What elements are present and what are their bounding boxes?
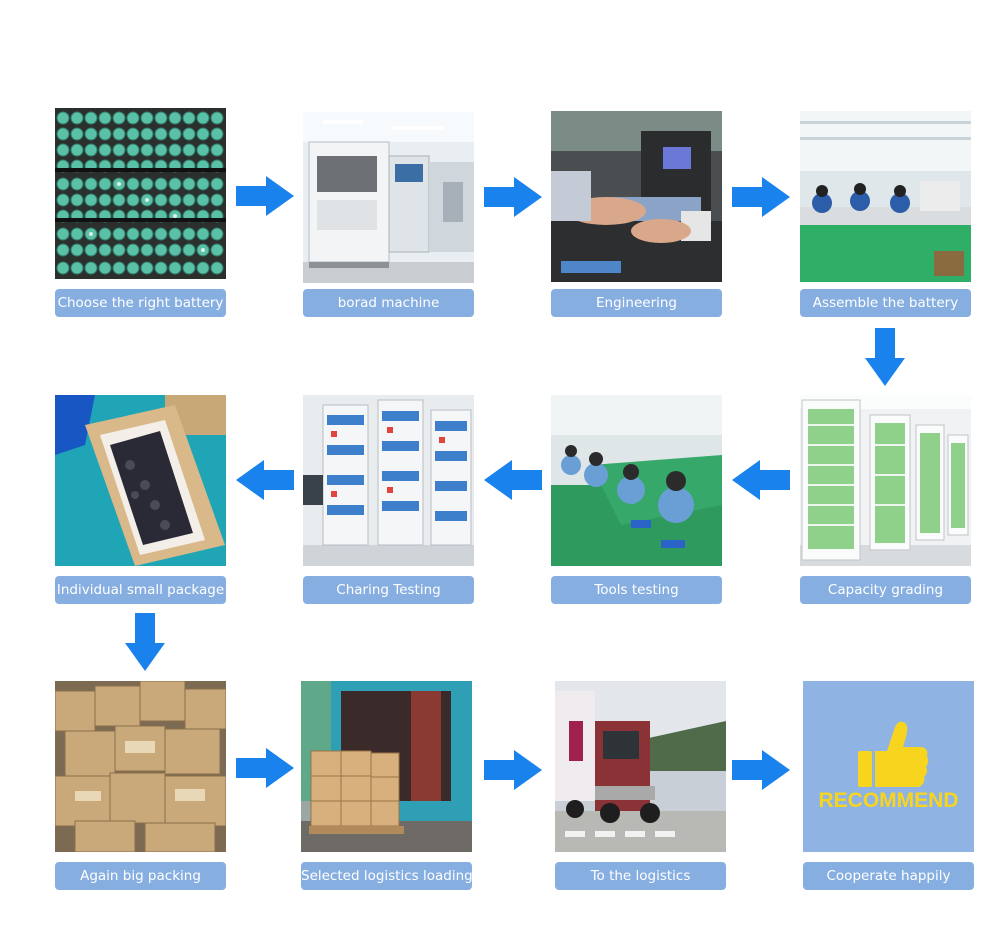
step-label: Again big packing — [55, 862, 226, 890]
step-label: borad machine — [303, 289, 474, 317]
step-label: Charing Testing — [303, 576, 474, 604]
step-assemble-battery: Assemble the battery — [800, 111, 971, 317]
arrow-right-icon — [484, 750, 542, 790]
arrow-left-icon — [484, 460, 542, 500]
workers-testing-image — [551, 395, 722, 566]
arrow-left-icon — [236, 460, 294, 500]
arrow-right-icon — [732, 177, 790, 217]
step-label: Engineering — [551, 289, 722, 317]
step-capacity-grading: Capacity grading — [800, 395, 971, 604]
recommend-image: RECOMMEND — [803, 681, 974, 852]
arrow-right-icon — [732, 750, 790, 790]
truck-loading-image — [301, 681, 472, 852]
step-engineering: Engineering — [551, 111, 722, 317]
step-label: Assemble the battery — [800, 289, 971, 317]
arrow-right-icon — [236, 748, 294, 788]
step-cooperate-happily: RECOMMEND Cooperate happily — [803, 681, 974, 890]
arrow-down-icon — [125, 613, 165, 671]
thumbs-up-icon — [858, 721, 929, 787]
grading-cabinets-image — [800, 395, 971, 566]
logistics-truck-image — [555, 681, 726, 852]
battery-cells-image — [55, 108, 226, 279]
step-big-packing: Again big packing — [55, 681, 226, 890]
step-board-machine: borad machine — [303, 112, 474, 317]
step-tools-testing: Tools testing — [551, 395, 722, 604]
assembly-line-image — [800, 111, 971, 282]
arrow-down-icon — [865, 328, 905, 386]
step-logistics-loading: Selected logistics loading — [301, 681, 472, 890]
smt-machine-image — [303, 112, 474, 283]
step-label: Capacity grading — [800, 576, 971, 604]
step-label: Selected logistics loading — [301, 862, 472, 890]
step-label: Individual small package — [55, 576, 226, 604]
step-label: Cooperate happily — [803, 862, 974, 890]
stacked-cartons-image — [55, 681, 226, 852]
arrow-right-icon — [236, 176, 294, 216]
charging-racks-image — [303, 395, 474, 566]
step-individual-package: Individual small package — [55, 395, 226, 604]
arrow-left-icon — [732, 460, 790, 500]
recommend-text: RECOMMEND — [818, 789, 959, 812]
step-label: Choose the right battery — [55, 289, 226, 317]
step-label: To the logistics — [555, 862, 726, 890]
arrow-right-icon — [484, 177, 542, 217]
box-package-image — [55, 395, 226, 566]
step-to-logistics: To the logistics — [555, 681, 726, 890]
step-label: Tools testing — [551, 576, 722, 604]
step-choose-battery: Choose the right battery — [55, 108, 226, 317]
spot-welding-image — [551, 111, 722, 282]
step-charging-testing: Charing Testing — [303, 395, 474, 604]
